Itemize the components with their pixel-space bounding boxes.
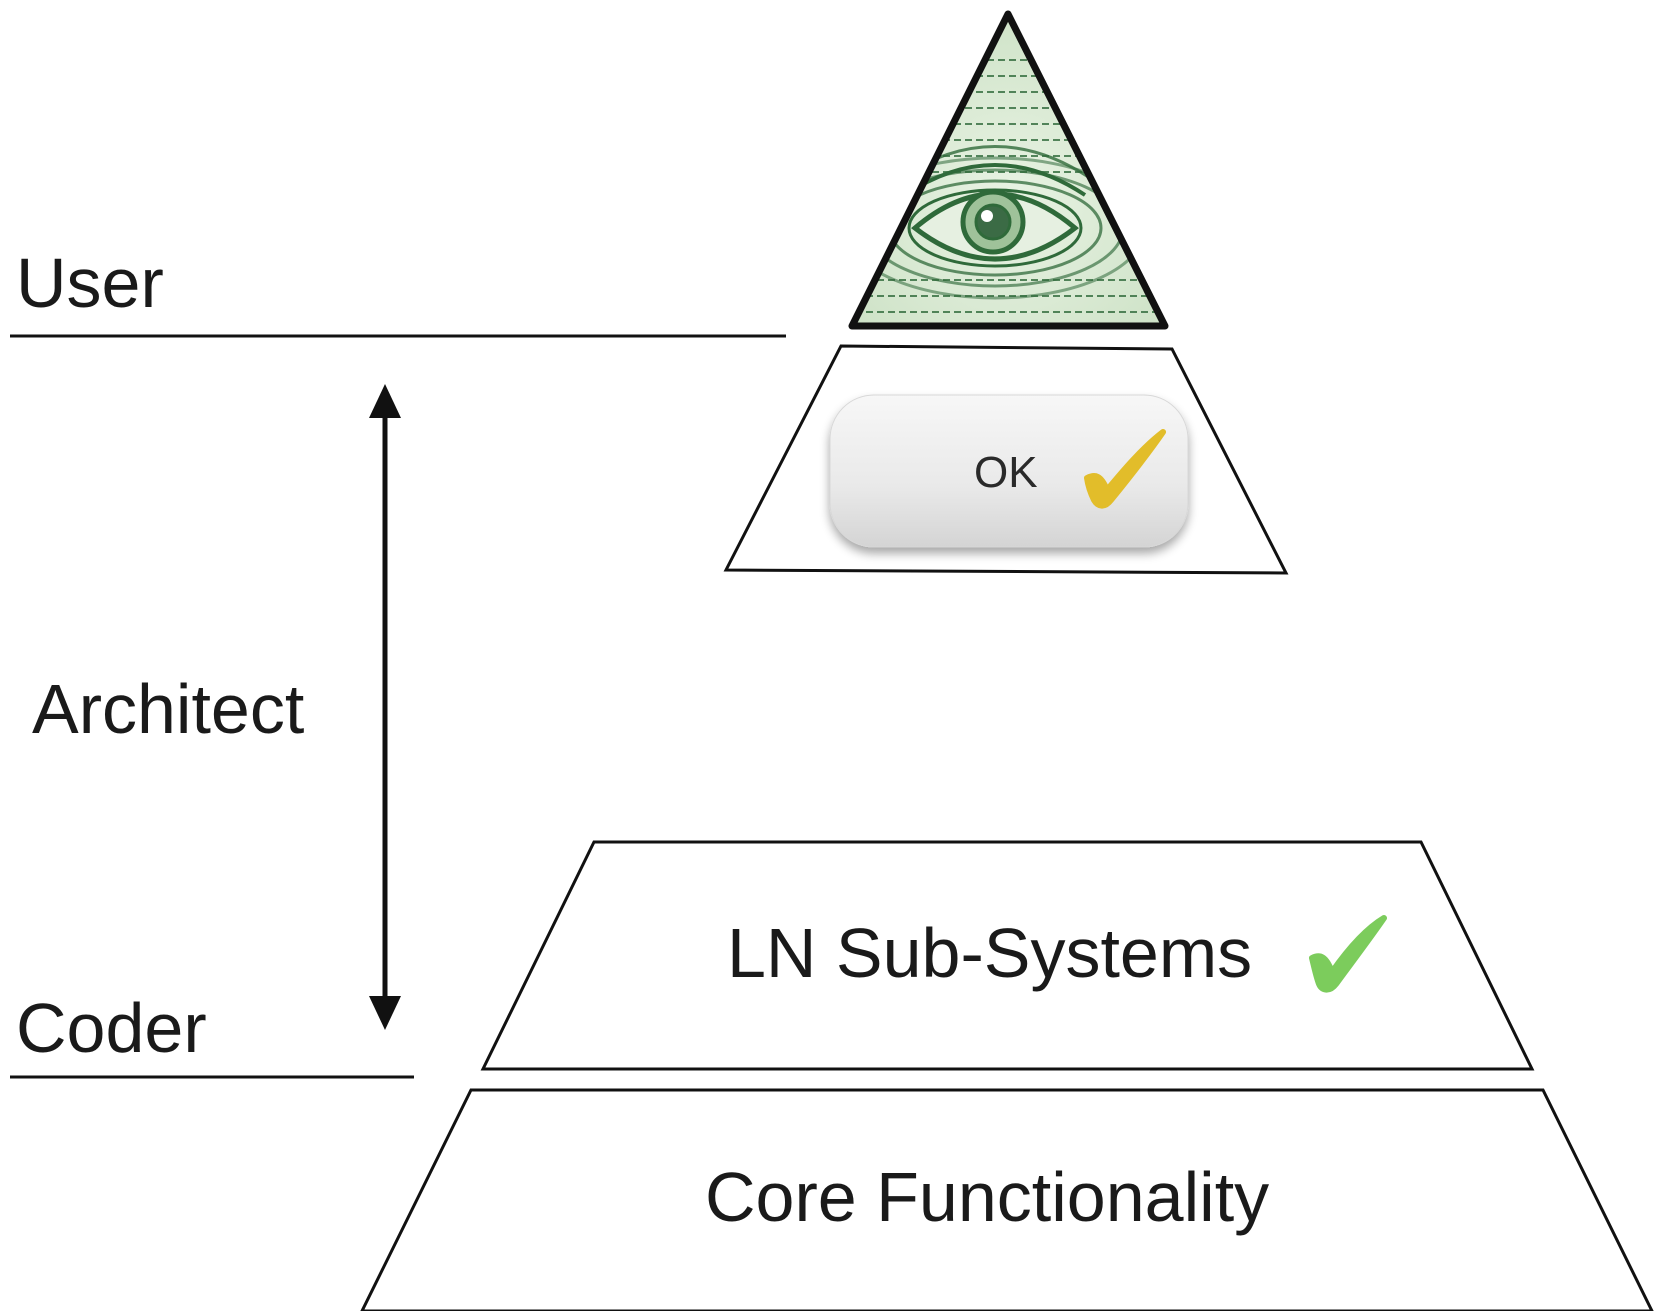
role-label-user: User [16,244,164,322]
double-headed-arrow-icon [369,384,401,1030]
ok-checkmark-icon [1084,429,1166,509]
sub-systems-layer [480,840,1535,1071]
sub-systems-label: LN Sub-Systems [727,914,1252,992]
ok-button-label: OK [974,448,1038,497]
role-label-coder: Coder [16,989,207,1067]
sub-systems-checkmark-icon [1309,915,1387,993]
core-functionality-label: Core Functionality [705,1158,1269,1236]
role-label-architect: Architect [32,670,304,748]
ok-button[interactable] [829,394,1189,548]
all-seeing-eye-icon [848,10,1169,330]
core-functionality-layer [360,1088,1654,1311]
